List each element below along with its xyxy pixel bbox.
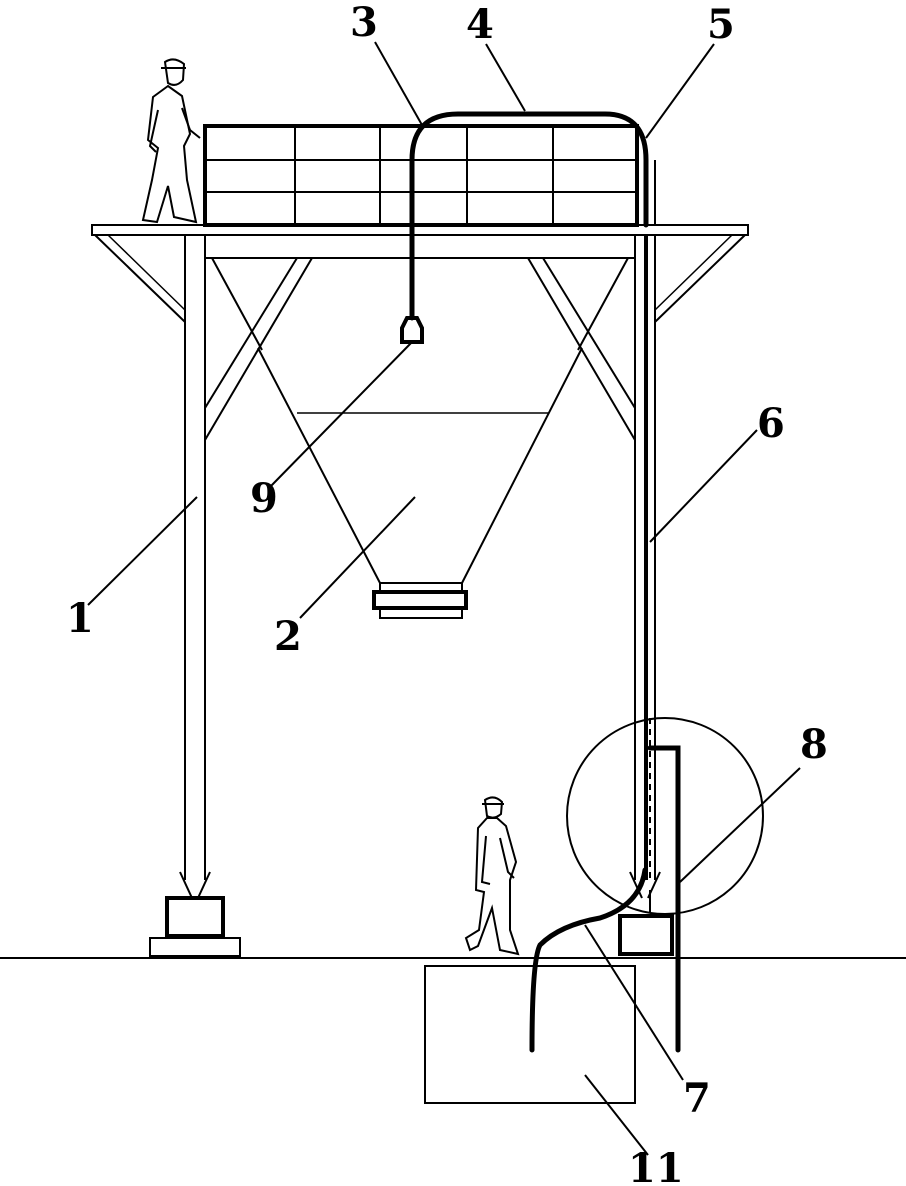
detail-circle bbox=[529, 717, 764, 1053]
label-9: 9 bbox=[250, 475, 278, 522]
pit bbox=[424, 965, 636, 1104]
support-frame bbox=[149, 235, 674, 957]
label-5: 5 bbox=[707, 1, 735, 48]
label-11: 11 bbox=[628, 1145, 684, 1186]
label-1: 1 bbox=[66, 595, 94, 642]
top-storage-bins bbox=[203, 124, 639, 227]
label-8: 8 bbox=[800, 721, 828, 768]
leader-lines bbox=[87, 41, 801, 1156]
conveying-pipe bbox=[409, 111, 656, 880]
person-at-ground bbox=[464, 796, 520, 956]
label-6: 6 bbox=[757, 400, 785, 447]
hopper bbox=[257, 347, 583, 619]
label-3: 3 bbox=[350, 0, 378, 46]
nozzle bbox=[400, 316, 424, 344]
label-4: 4 bbox=[466, 1, 494, 48]
person-on-platform bbox=[141, 58, 201, 224]
label-2: 2 bbox=[274, 613, 302, 660]
label-7: 7 bbox=[683, 1075, 711, 1122]
platform-deck bbox=[91, 224, 749, 325]
